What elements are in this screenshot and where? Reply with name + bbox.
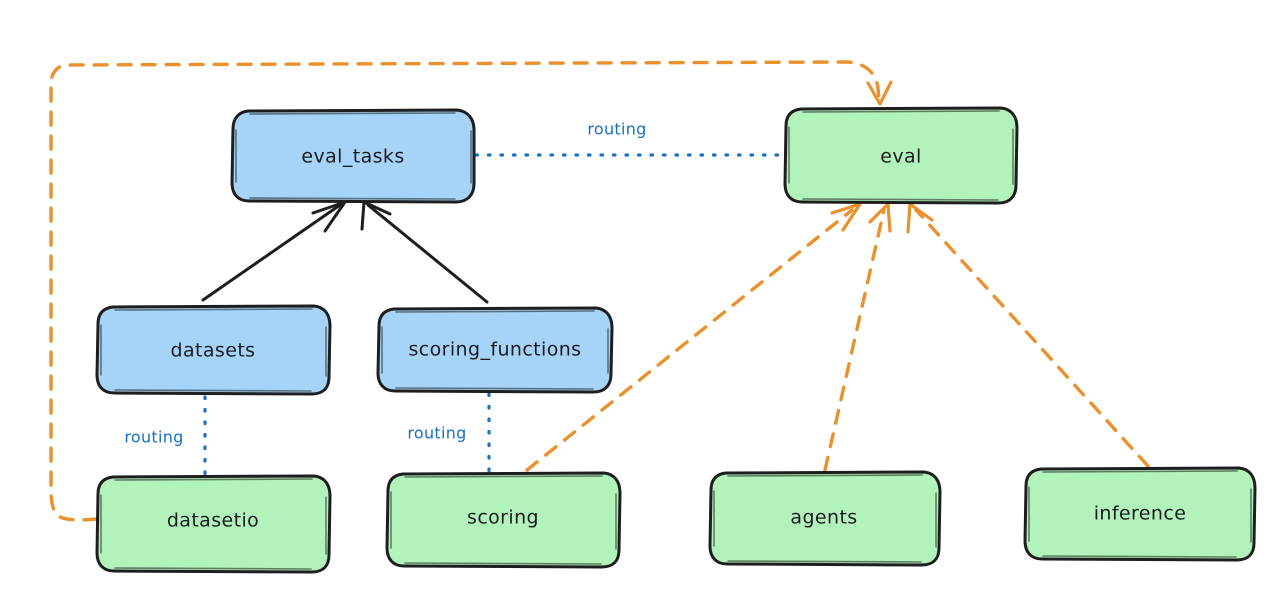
node-scoring-functions-label: scoring_functions xyxy=(409,339,582,361)
node-inference[interactable]: inference xyxy=(1023,466,1257,562)
node-datasets[interactable]: datasets xyxy=(95,304,332,396)
node-datasetio-shape xyxy=(95,474,332,574)
node-agents-label: agents xyxy=(790,507,857,529)
node-scoring-sketch xyxy=(390,475,617,565)
edge-label-routing-scoring: routing xyxy=(407,424,466,443)
node-eval-tasks-shape xyxy=(230,108,476,204)
node-eval-tasks[interactable]: eval_tasks xyxy=(230,108,476,204)
node-eval-tasks-sketch xyxy=(235,112,472,200)
node-agents-shape xyxy=(708,470,942,567)
node-scoring-functions-sketch xyxy=(381,310,609,390)
node-scoring[interactable]: scoring xyxy=(385,471,622,569)
edge-label-routing-datasetio: routing xyxy=(124,428,183,447)
node-agents[interactable]: agents xyxy=(708,470,942,567)
edge-agents-to-eval xyxy=(823,202,892,472)
edge-labels-layer: routing routing routing xyxy=(124,120,646,447)
edge-scoring-functions-to-eval-tasks xyxy=(360,200,489,304)
node-datasetio[interactable]: datasetio xyxy=(95,474,332,574)
node-datasetio-label: datasetio xyxy=(167,510,259,532)
node-datasetio-sketch xyxy=(100,478,327,570)
node-scoring-label: scoring xyxy=(467,507,539,529)
edge-inference-to-eval xyxy=(906,202,1150,468)
nodes-layer: eval_tasks eval datasets scoring_functio… xyxy=(95,106,1257,574)
node-eval-sketch xyxy=(788,110,1014,201)
node-scoring-functions-shape xyxy=(376,306,614,394)
node-inference-sketch xyxy=(1028,470,1252,558)
edge-datasetio-to-eval xyxy=(49,60,893,522)
node-eval-label: eval xyxy=(880,146,921,168)
edge-label-routing-eval: routing xyxy=(587,120,646,139)
node-datasets-label: datasets xyxy=(171,340,256,362)
node-inference-shape xyxy=(1023,466,1257,562)
node-eval-shape xyxy=(783,106,1019,205)
node-datasets-shape xyxy=(95,304,332,396)
edge-datasets-to-eval-tasks xyxy=(201,200,347,302)
node-agents-sketch xyxy=(713,474,937,563)
edges-layer xyxy=(49,60,1150,522)
node-eval[interactable]: eval xyxy=(783,106,1019,205)
node-scoring-functions[interactable]: scoring_functions xyxy=(376,306,614,394)
edge-scoring-to-eval xyxy=(525,202,862,472)
node-scoring-shape xyxy=(385,471,622,569)
node-eval-tasks-label: eval_tasks xyxy=(301,146,404,168)
node-inference-label: inference xyxy=(1094,503,1187,525)
node-datasets-sketch xyxy=(100,308,327,392)
